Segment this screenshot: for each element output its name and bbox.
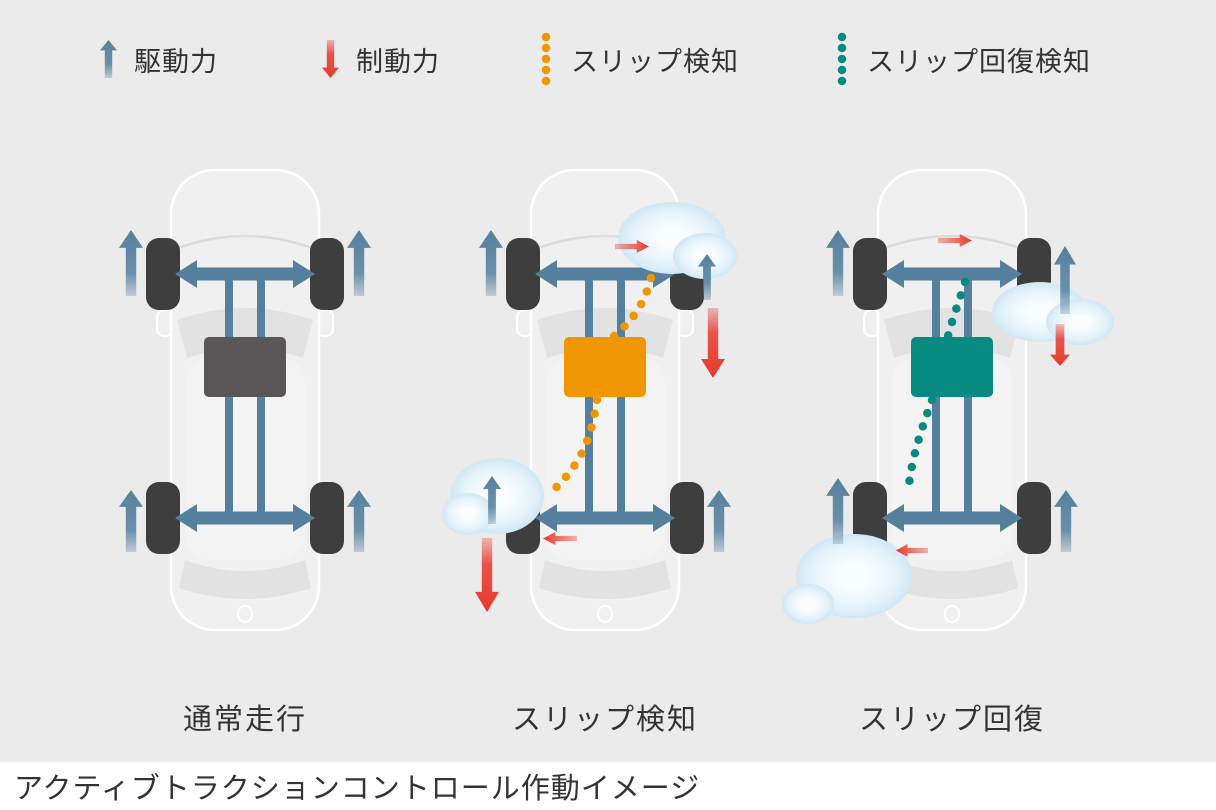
panel-slip-recovery: スリップ回復 xyxy=(782,162,1122,738)
ice-patch-rear-left xyxy=(782,534,912,624)
drive-arrow-front-right xyxy=(347,230,371,296)
panel-label-normal: 通常走行 xyxy=(182,702,307,736)
drive-arrow-front-left xyxy=(479,230,503,296)
restored-drive-arrow-rear-left xyxy=(826,478,850,544)
ice-patch-front-right xyxy=(618,202,737,279)
caption-bar: アクティブトラクションコントロール作動イメージ xyxy=(0,762,1216,810)
slip-recovery-dotted-line-icon xyxy=(837,32,847,87)
panel-label-slip-recovery: スリップ回復 xyxy=(858,702,1045,736)
ecu-box-slip xyxy=(564,337,646,397)
ecu-box-recovery xyxy=(911,337,993,397)
caption-text: アクティブトラクションコントロール作動イメージ xyxy=(14,771,701,805)
panel-label-slip-detected: スリップ検知 xyxy=(511,702,698,736)
brake-arrow-front-right xyxy=(701,308,725,378)
drive-arrow-front-left xyxy=(119,230,143,296)
slip-detect-dotted-line-icon xyxy=(541,32,551,87)
legend-item-slip-detect: スリップ検知 xyxy=(538,30,739,88)
drive-arrow-front-left xyxy=(826,230,850,296)
ecu-box-normal xyxy=(204,337,286,397)
legend-item-slip-recovery-detect: スリップ回復検知 xyxy=(834,30,1091,88)
brake-arrow-rear-left xyxy=(475,538,499,612)
legend-item-brake-force: 制動力 xyxy=(322,30,440,88)
car-diagram-normal xyxy=(119,162,371,642)
legend-label-slip-recovery-detect: スリップ回復検知 xyxy=(867,46,1091,78)
drive-force-up-arrow-icon xyxy=(100,40,117,78)
brake-force-down-arrow-icon xyxy=(322,40,339,78)
ice-patch-front-right xyxy=(992,282,1114,345)
legend-label-drive-force: 駆動力 xyxy=(134,46,218,78)
slip-detect-dots-rear xyxy=(542,395,602,501)
legend-item-drive-force: 駆動力 xyxy=(100,30,218,88)
car-diagram-slip-recovery xyxy=(782,162,1114,642)
drive-arrow-rear-right xyxy=(707,490,731,552)
legend-label-brake-force: 制動力 xyxy=(356,46,440,78)
recovery-detect-dots-rear xyxy=(903,395,937,499)
recovery-detect-dots-front xyxy=(943,277,970,341)
ice-patch-rear-left xyxy=(442,458,544,535)
legend: 駆動力 制動力 スリップ検知 スリップ回復検知 xyxy=(0,30,1216,88)
drive-arrow-rear-right xyxy=(1054,490,1078,552)
drive-arrow-rear-right xyxy=(347,490,371,552)
drive-arrow-rear-left xyxy=(119,490,143,552)
legend-label-slip-detect: スリップ検知 xyxy=(571,46,739,78)
panel-normal-driving: 通常走行 xyxy=(75,162,415,738)
car-diagram-slip-detected xyxy=(442,162,737,642)
panel-slip-detected: スリップ検知 xyxy=(435,162,775,738)
